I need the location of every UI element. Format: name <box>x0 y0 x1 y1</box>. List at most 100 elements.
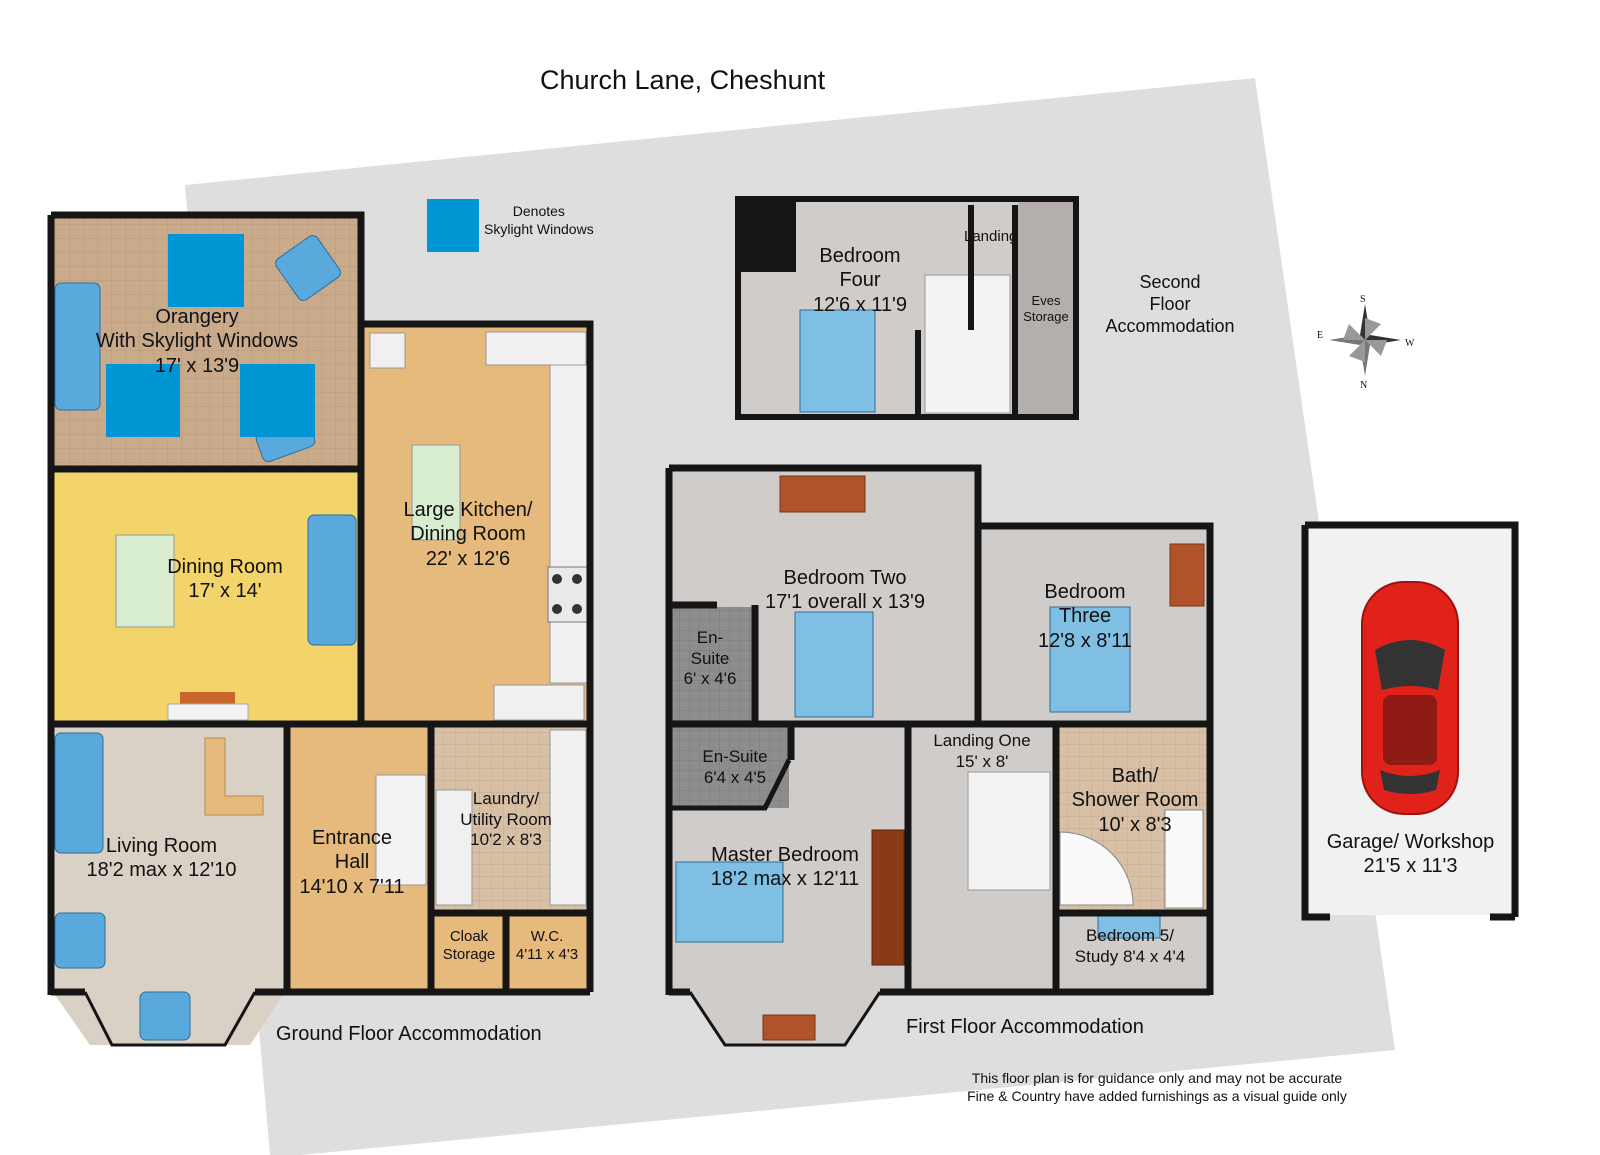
kitchen-cupboard <box>369 332 406 369</box>
bath-label: Bath/ Shower Room 10' x 8'3 <box>1060 764 1210 837</box>
ground-floor-plan <box>47 211 594 1047</box>
kitchen-label: Large Kitchen/ Dining Room 22' x 12'6 <box>384 498 552 571</box>
ensuite2-angle <box>671 758 792 811</box>
eaves-cupboard-dark <box>741 202 796 272</box>
second-caption-1: Second <box>1139 272 1201 292</box>
ensuite-one-name: En- <box>696 628 724 647</box>
desk-bed2 <box>779 475 866 513</box>
orangery-subtitle: With Skylight Windows <box>95 330 299 353</box>
wc-floor <box>508 915 588 992</box>
bedroom-five-label: Bedroom 5/ Study 8'4 x 4'4 <box>1060 926 1200 967</box>
master-bedroom-label: Master Bedroom 18'2 max x 12'11 <box>700 843 870 892</box>
laundry-name: Laundry/ <box>472 789 540 808</box>
landing-one-name: Landing One <box>933 731 1031 750</box>
skylight-2 <box>106 364 180 437</box>
laundry-size: 10'2 x 8'3 <box>470 830 542 850</box>
eves-name-2: Storage <box>1023 308 1069 324</box>
master-bay-wall <box>688 991 882 1047</box>
compass-letter-n: N <box>1360 380 1368 391</box>
cloak-floor <box>433 915 506 992</box>
landing-two-label: Landing <box>964 228 1018 245</box>
entrance-size: 14'10 x 7'11 <box>299 875 405 898</box>
dresser-master <box>762 1014 816 1041</box>
kitchen-size: 22' x 12'6 <box>425 547 511 570</box>
bedroom-three-name-2: Three <box>1058 605 1112 628</box>
wardrobe-master <box>871 829 905 966</box>
entrance-name: Entrance <box>311 827 393 849</box>
laundry-name-2: Utility Room <box>460 809 552 829</box>
living-armchair <box>54 912 106 969</box>
eves-floor <box>1018 202 1073 414</box>
orangery-label: Orangery With Skylight Windows 17' x 13'… <box>92 305 302 378</box>
orangery-size: 17' x 13'9 <box>154 354 240 377</box>
living-size: 18'2 max x 12'10 <box>86 859 237 882</box>
second-floor-caption: Second Floor Accommodation <box>1100 272 1240 338</box>
kitchen-name-2: Dining Room <box>410 523 526 546</box>
orangery-armchair <box>275 235 341 301</box>
skylight-legend-label: Denotes Skylight Windows <box>484 202 594 238</box>
laundry-worktop <box>435 789 473 906</box>
garage-name: Garage/ Workshop <box>1326 831 1495 853</box>
ensuite-two-size: 6'4 x 4'5 <box>703 767 767 787</box>
kitchen-worktop-bottom <box>493 684 585 721</box>
legend-line-2: Skylight Windows <box>484 221 594 238</box>
hearth <box>167 703 249 721</box>
kitchen-table <box>411 444 461 541</box>
compass-letter-s: S <box>1360 294 1366 305</box>
dining-sofa <box>307 514 357 646</box>
compass-letter-w: W <box>1405 338 1415 349</box>
bedroom-two-label: Bedroom Two 17'1 overall x 13'9 <box>755 566 935 615</box>
living-label: Living Room 18'2 max x 12'10 <box>74 834 249 883</box>
laundry-label: Laundry/ Utility Room 10'2 x 8'3 <box>446 789 566 851</box>
master-size: 18'2 max x 12'11 <box>710 868 860 891</box>
second-caption-3: Accommodation <box>1105 315 1235 336</box>
dining-name: Dining Room <box>167 556 283 578</box>
living-l-desk <box>204 737 264 816</box>
laundry-worktop2 <box>549 729 587 906</box>
eves-name: Eves <box>1031 293 1061 308</box>
bedroom-four-name: Bedroom <box>819 245 901 267</box>
bedroom-two-name: Bedroom Two <box>783 567 907 589</box>
car-image <box>1361 581 1459 815</box>
wc-label: W.C. 4'11 x 4'3 <box>508 928 586 965</box>
ground-floor-caption: Ground Floor Accommodation <box>276 1023 542 1045</box>
kitchen-worktop <box>549 364 589 684</box>
bed-master <box>675 861 784 943</box>
first-floor-plan <box>665 464 1214 1047</box>
bedroom-three-label: Bedroom Three 12'8 x 8'11 <box>1025 580 1145 653</box>
second-caption-2: Floor <box>1149 293 1191 314</box>
bedroom-five-size: Study 8'4 x 4'4 <box>1074 946 1186 966</box>
cloak-name: Cloak <box>449 928 489 945</box>
bedroom-four-size: 12'6 x 11'9 <box>812 293 907 316</box>
entrance-name-2: Hall <box>334 851 370 874</box>
ensuite1-floor <box>671 607 753 722</box>
living-armchair-bay <box>139 991 191 1041</box>
corner-shower <box>1059 831 1134 906</box>
page-title: Church Lane, Cheshunt <box>540 65 826 95</box>
second-floor-plan <box>735 196 1079 420</box>
living-sofa <box>54 732 104 854</box>
stairs-second <box>924 274 1011 414</box>
bedroom-five-name: Bedroom 5/ <box>1086 926 1174 945</box>
entrance-label: Entrance Hall 14'10 x 7'11 <box>292 826 412 899</box>
kitchen-name: Large Kitchen/ <box>403 499 533 521</box>
bath-name: Bath/ <box>1111 765 1159 787</box>
dining-size: 17' x 14' <box>188 580 262 603</box>
orangery-sofa <box>54 282 101 411</box>
bedroom-four-bed <box>799 309 876 413</box>
eves-storage-label: Eves Storage <box>1018 293 1074 325</box>
skylight-3 <box>240 364 315 437</box>
ensuite-two-label: En-Suite 6'4 x 4'5 <box>690 747 780 788</box>
cloak-label: Cloak Storage <box>435 928 503 965</box>
ensuite-one-name-2: Suite <box>690 648 730 668</box>
dining-label: Dining Room 17' x 14' <box>150 555 300 604</box>
bed-two <box>794 611 874 718</box>
wardrobe-bed3 <box>1169 543 1205 607</box>
garage-label: Garage/ Workshop 21'5 x 11'3 <box>1318 830 1503 879</box>
first-floor-caption: First Floor Accommodation <box>906 1016 1144 1038</box>
bedroom-four-name-2: Four <box>839 269 881 292</box>
ensuite-one-label: En- Suite 6' x 4'6 <box>675 628 745 690</box>
disclaimer-line-1: This floor plan is for guidance only and… <box>971 1070 1343 1086</box>
kitchen-worktop-top <box>485 331 587 366</box>
